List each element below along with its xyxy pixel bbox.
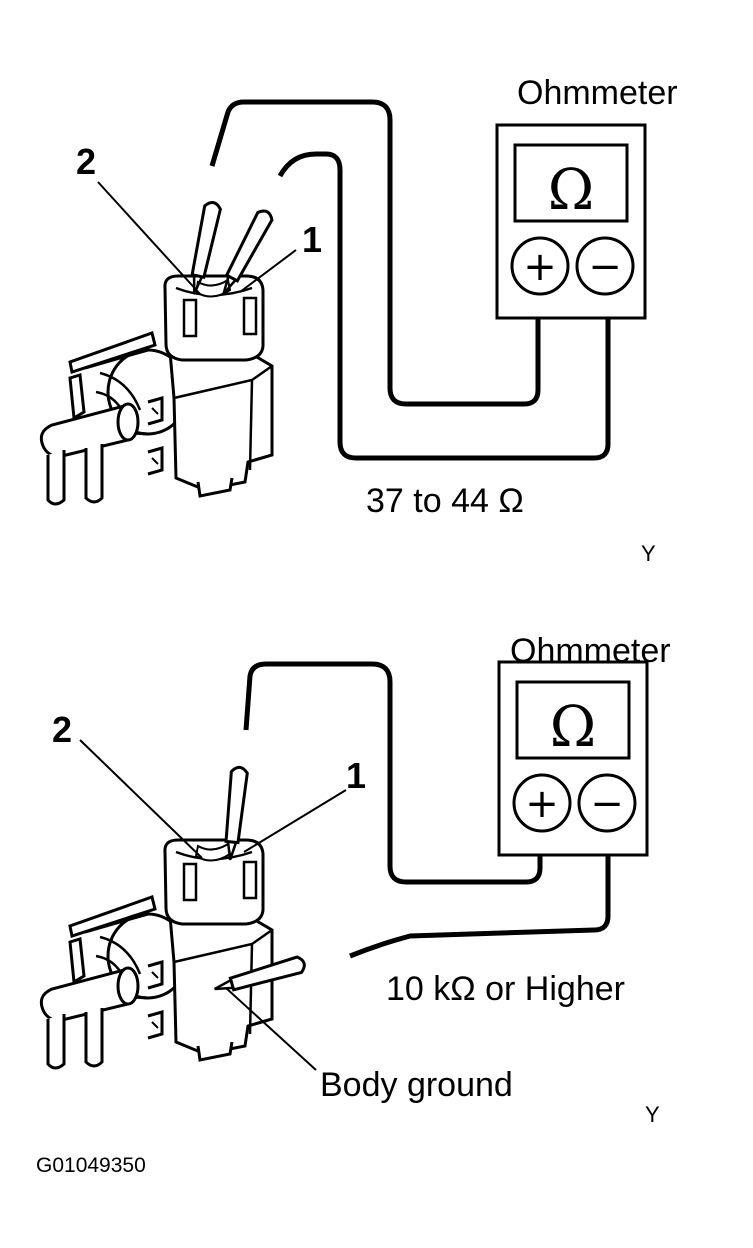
- minus-terminal-icon: −: [588, 244, 622, 290]
- ohmmeter: Ω + −: [497, 660, 649, 857]
- panel-insulation-test: 2 1 Ω + − Ohmmeter 10 kΩ or Higher Body …: [39, 632, 671, 1127]
- negative-test-lead: [277, 151, 611, 461]
- leader-terminal-2: [79, 739, 203, 859]
- panel-resistance-test: 2 1 Ω + − Ohmmeter 37 to 44 Ω Y: [39, 74, 678, 566]
- positive-test-lead: [209, 99, 541, 407]
- spec-value: 37 to 44 Ω: [366, 482, 524, 520]
- ohmmeter-label: Ohmmeter: [510, 632, 671, 670]
- ohm-symbol: Ω: [550, 695, 596, 760]
- corner-mark: Y: [641, 541, 656, 566]
- leader-body-ground: [225, 987, 317, 1071]
- leader-terminal-1: [239, 249, 297, 293]
- ohmmeter: Ω + −: [495, 123, 647, 320]
- terminal-1-label: 1: [302, 219, 322, 260]
- plus-terminal-icon: +: [525, 781, 559, 827]
- positive-test-lead: [243, 661, 543, 885]
- negative-test-lead: [349, 830, 611, 959]
- spec-value: 10 kΩ or Higher: [386, 970, 625, 1008]
- figure-code: G01049350: [36, 1154, 146, 1177]
- body-ground-label: Body ground: [320, 1066, 513, 1104]
- plus-terminal-icon: +: [523, 244, 557, 290]
- ohm-symbol: Ω: [548, 158, 594, 223]
- vacuum-switching-valve: [39, 838, 274, 1070]
- corner-mark: Y: [645, 1102, 660, 1127]
- minus-terminal-icon: −: [590, 781, 624, 827]
- terminal-2-label: 2: [76, 141, 96, 182]
- vacuum-switching-valve: [39, 274, 274, 506]
- terminal-2-label: 2: [52, 709, 72, 750]
- terminal-1-label: 1: [346, 755, 366, 796]
- ohmmeter-label: Ohmmeter: [517, 74, 678, 112]
- leader-terminal-1: [243, 789, 347, 853]
- leader-terminal-2: [97, 181, 201, 295]
